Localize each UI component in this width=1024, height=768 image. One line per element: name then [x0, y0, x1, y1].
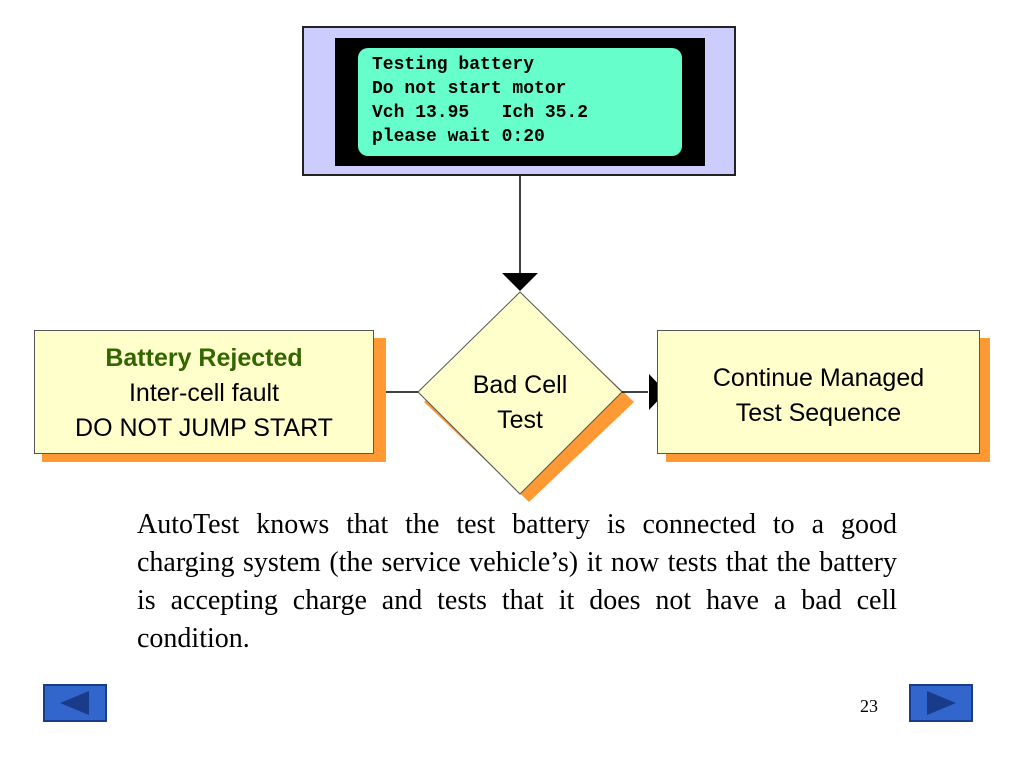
- rejected-warning: DO NOT JUMP START: [75, 414, 333, 442]
- continue-line: Test Sequence: [735, 399, 902, 427]
- triangle-right-icon: [927, 691, 956, 715]
- page-number: 23: [860, 696, 878, 716]
- rejected-reason: Inter-cell fault: [128, 379, 280, 407]
- body-paragraph: AutoTest knows that the test battery is …: [137, 509, 897, 654]
- lcd-screen: Testing battery Do not start motor Vch 1…: [358, 48, 682, 156]
- lcd-line: please wait 0:20: [372, 127, 545, 147]
- arrow-down-icon: [502, 273, 538, 291]
- lcd-line: Vch 13.95 Ich 35.2: [372, 103, 589, 123]
- continue-line: Continue Managed: [712, 364, 925, 392]
- rejected-title: Battery Rejected: [105, 344, 303, 372]
- next-slide-button[interactable]: [909, 684, 973, 722]
- triangle-left-icon: [60, 691, 89, 715]
- battery-rejected-box: Battery Rejected Inter-cell fault DO NOT…: [34, 330, 374, 454]
- diamond-label-line: Bad Cell: [472, 371, 568, 399]
- lcd-line: Testing battery: [372, 55, 535, 75]
- continue-test-box: Continue Managed Test Sequence: [657, 330, 980, 454]
- decision-diamond: [417, 291, 623, 495]
- lcd-line: Do not start motor: [372, 79, 567, 99]
- diamond-label: Bad Cell Test: [438, 368, 602, 438]
- previous-slide-button[interactable]: [43, 684, 107, 722]
- diamond-label-line: Test: [497, 406, 543, 434]
